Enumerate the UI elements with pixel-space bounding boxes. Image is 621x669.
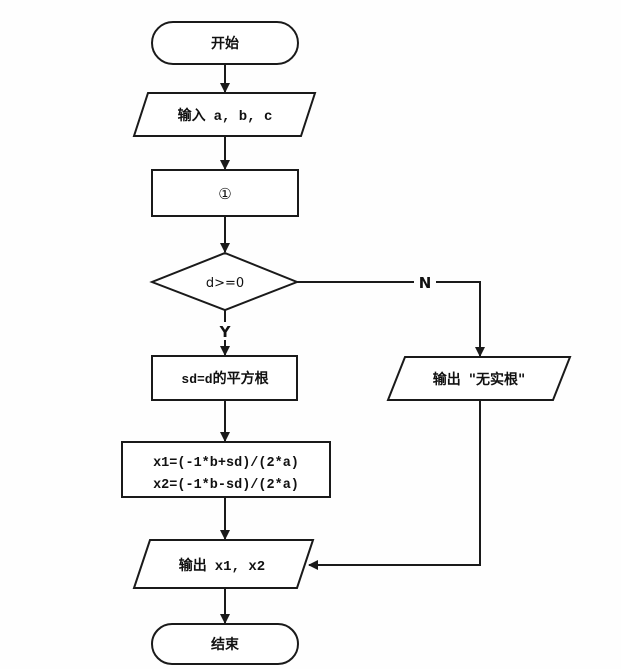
decision-diamond-shape [149,251,300,312]
sqrt-process-shape [151,355,298,401]
end-terminal-shape [151,623,299,665]
no-roots-label-message: "无实根" [469,371,526,388]
output-label-cn: 输出 [179,557,207,574]
connectors [220,64,485,624]
input-label-cn: 输入 [178,107,206,124]
roots-process-shape [121,441,331,498]
sqrt-node: sd=d的平方根 [151,355,298,401]
sqrt-label-cn: 的平方根 [213,370,270,387]
input-io-shape [132,92,317,137]
output-label-vars: x1, x2 [215,559,265,575]
sqrt-label: sd=d的平方根 [181,370,269,387]
edge-noroots-to-output [308,400,481,570]
no-label: N [419,274,432,292]
step1-label: ① [218,185,231,203]
input-node: 输入 a, b, c [132,92,317,137]
output-label: 输出 x1, x2 [179,557,265,575]
end-label: 结束 [211,636,240,653]
roots-formula-x1: x1=(-1*b+sd)/(2*a) [153,456,299,471]
end-node: 结束 [151,623,299,665]
output-io-shape [132,539,315,589]
input-label-vars: a, b, c [214,109,273,125]
start-node: 开始 [151,21,299,65]
yes-label: Y [219,323,232,341]
no-roots-label: 输出 "无实根" [433,371,526,388]
sqrt-label-code: sd=d [181,372,212,387]
start-terminal-shape [151,21,299,65]
step1-process-shape [151,169,299,217]
no-roots-node: 输出 "无实根" [386,356,572,401]
edge-decision-no-b [436,281,485,357]
start-label: 开始 [211,35,239,52]
roots-formula-x2: x2=(-1*b-sd)/(2*a) [153,478,299,493]
no-roots-io-shape [386,356,572,401]
output-node: 输出 x1, x2 [132,539,315,589]
input-label: 输入 a, b, c [178,107,273,125]
step1-node: ① [151,169,299,217]
decision-label: d>=0 [206,276,244,291]
roots-node: x1=(-1*b+sd)/(2*a) x2=(-1*b-sd)/(2*a) [121,441,331,498]
no-roots-label-cn: 输出 [433,371,461,388]
decision-node: d>=0 [149,251,300,312]
